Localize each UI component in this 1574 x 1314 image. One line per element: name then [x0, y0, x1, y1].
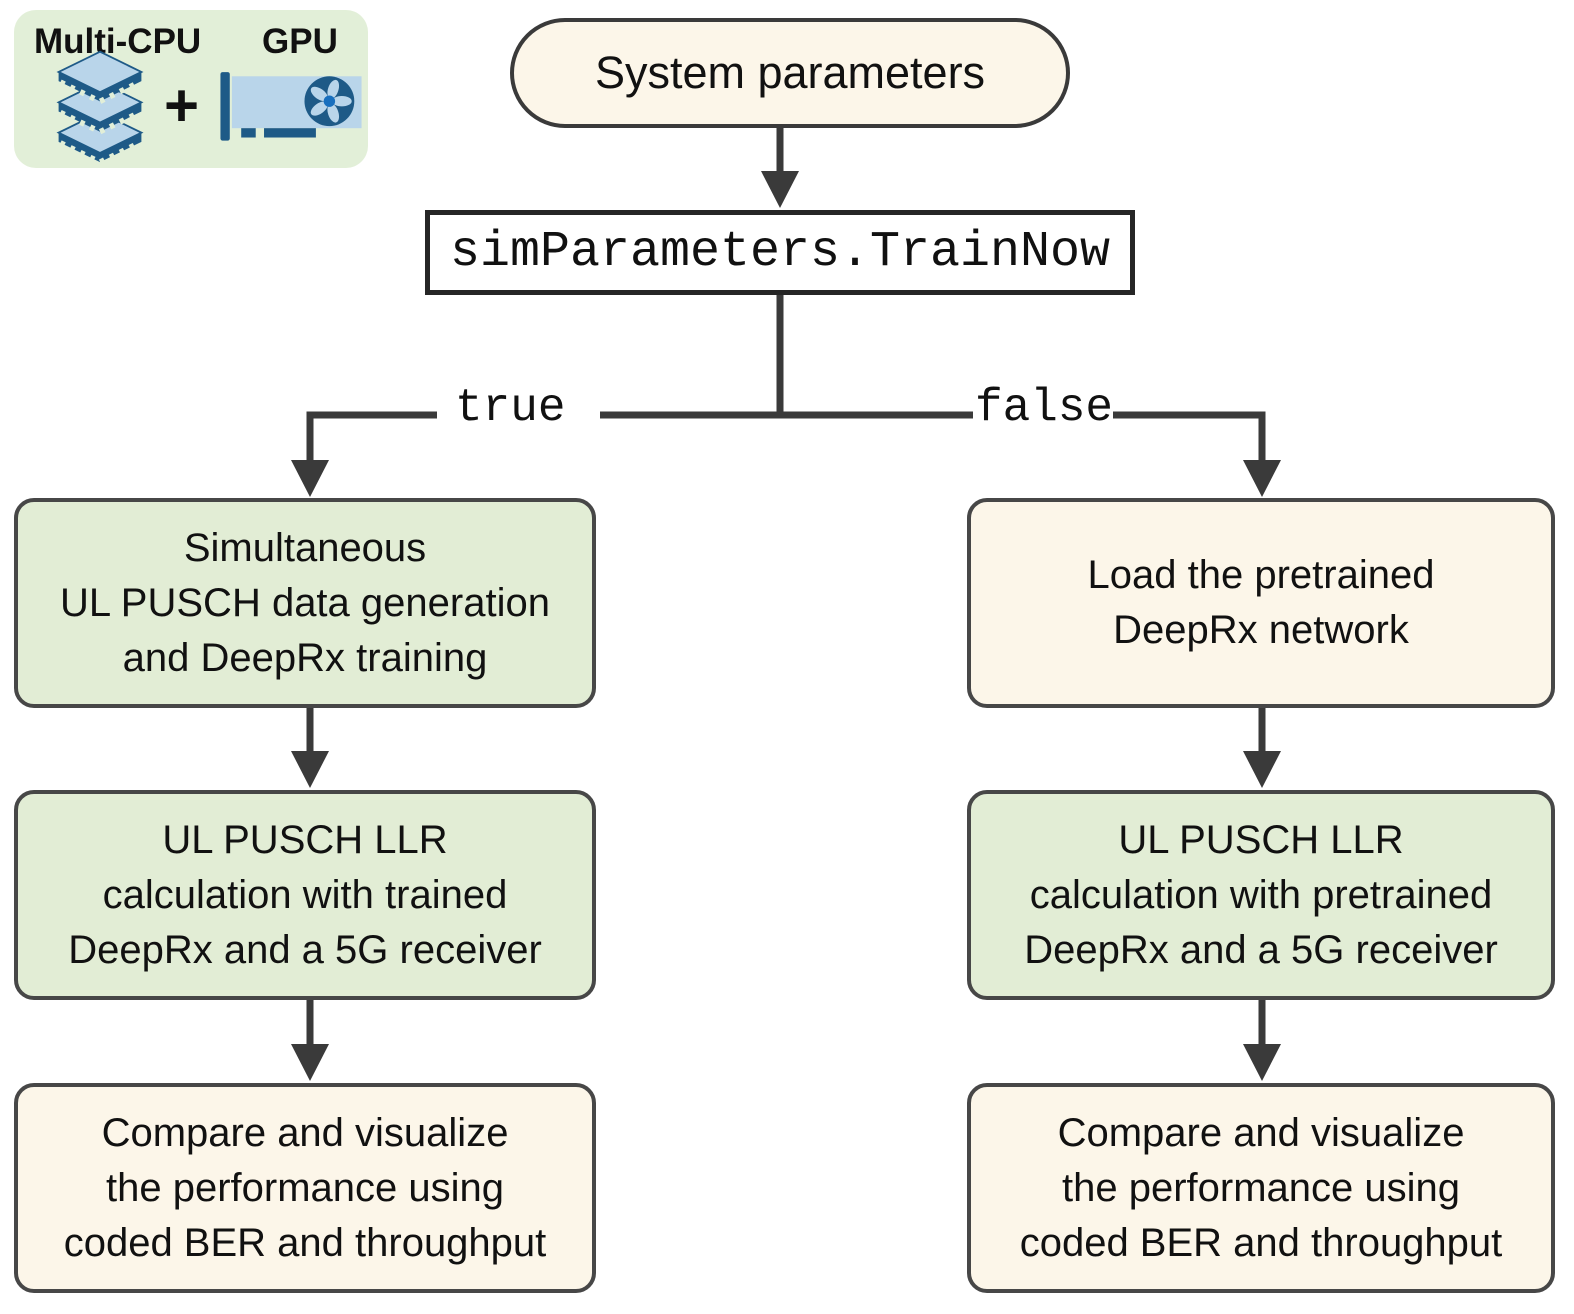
arrow-right-step1-to-step2 [1243, 708, 1281, 788]
decision-node-trainnow: simParameters.TrainNow [425, 210, 1135, 295]
arrow-left-step2-to-step3 [291, 1000, 329, 1081]
arrow-branch-true [291, 411, 437, 497]
node-compare-visualize-left: Compare and visualize the performance us… [14, 1083, 596, 1293]
node-load-pretrained: Load the pretrained DeepRx network [967, 498, 1555, 708]
node-compare-visualize-right: Compare and visualize the performance us… [967, 1083, 1555, 1293]
branch-label-false: false [975, 382, 1114, 434]
node-text-line: coded BER and throughput [63, 1220, 547, 1265]
hardware-badge: Multi-CPU GPU + [14, 10, 368, 168]
node-text-line: UL PUSCH LLR [1118, 817, 1404, 862]
node-text-line: calculation with pretrained [1029, 872, 1493, 917]
node-text-line: the performance using [1061, 1165, 1460, 1210]
gpu-label: GPU [262, 22, 338, 61]
branch-label-true: true [455, 382, 566, 434]
multi-cpu-label: Multi-CPU [34, 22, 202, 61]
line-decision-to-branch [600, 294, 973, 419]
arrow-start-to-decision [761, 128, 799, 208]
node-text-line: calculation with trained [102, 872, 508, 917]
node-llr-pretrained: UL PUSCH LLR calculation with pretrained… [967, 790, 1555, 1000]
node-llr-trained: UL PUSCH LLR calculation with trained De… [14, 790, 596, 1000]
node-text-line: the performance using [105, 1165, 504, 1210]
node-text-line: Compare and visualize [1057, 1110, 1465, 1155]
node-text-line: Simultaneous [183, 525, 427, 570]
start-node-system-parameters: System parameters [510, 18, 1070, 128]
node-text-line: Compare and visualize [101, 1110, 509, 1155]
node-text-line: and DeepRx training [122, 635, 488, 680]
node-text-line: DeepRx and a 5G receiver [1024, 927, 1498, 972]
node-data-generation-training: Simultaneous UL PUSCH data generation an… [14, 498, 596, 708]
multi-cpu-stack-icon [56, 50, 144, 164]
node-text-line: DeepRx and a 5G receiver [68, 927, 542, 972]
arrow-branch-false [1113, 411, 1281, 497]
node-text-line: UL PUSCH data generation [60, 580, 550, 625]
node-text-line: Load the pretrained [1087, 553, 1435, 597]
arrow-right-step2-to-step3 [1243, 1000, 1281, 1081]
node-text-line: coded BER and throughput [1019, 1220, 1503, 1265]
decision-node-label: simParameters.TrainNow [449, 224, 1111, 281]
plus-sign: + [164, 72, 200, 139]
arrow-left-step1-to-step2 [291, 708, 329, 788]
gpu-card-icon [220, 72, 362, 141]
node-text-line: DeepRx network [1113, 608, 1409, 652]
node-text-line: UL PUSCH LLR [162, 817, 448, 862]
start-node-label: System parameters [594, 47, 986, 98]
